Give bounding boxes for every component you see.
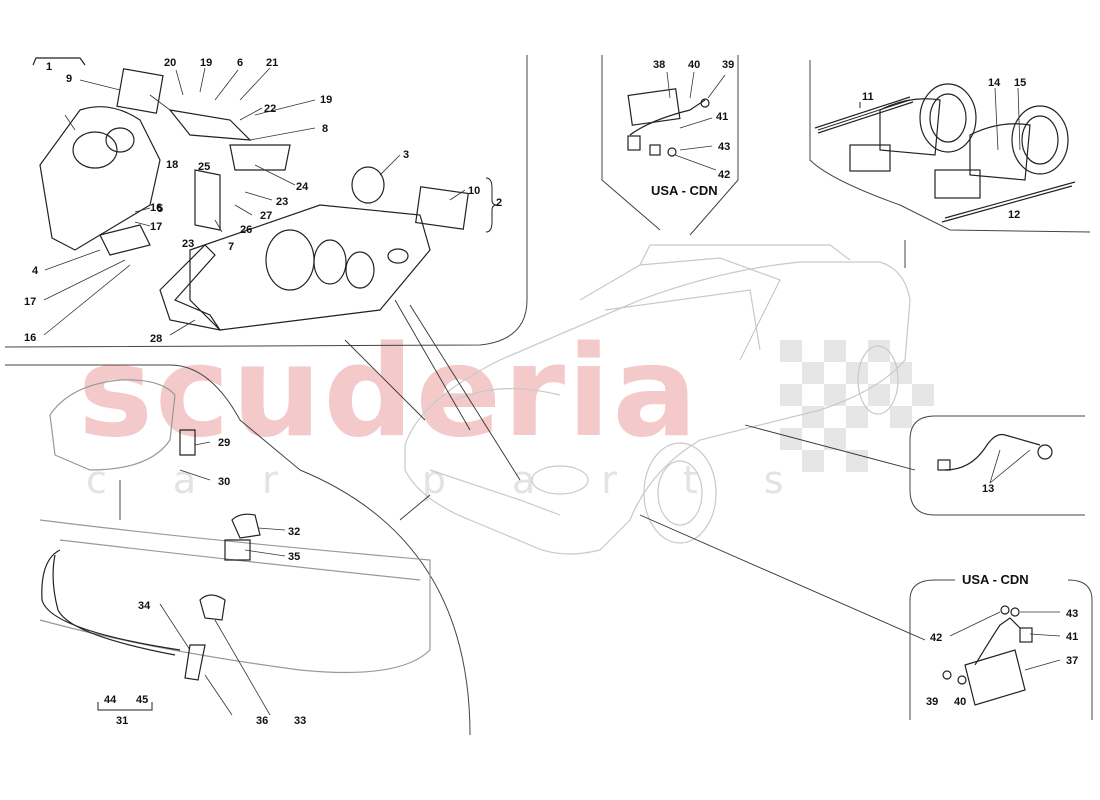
- callout-16-lower: 16: [24, 332, 36, 344]
- callout-18: 18: [166, 159, 178, 171]
- callout-25: 25: [198, 161, 210, 173]
- callout-44: 44: [104, 694, 117, 706]
- callout-19-right: 19: [320, 94, 332, 106]
- callout-27: 27: [260, 210, 272, 222]
- callout-40-top: 40: [688, 59, 700, 71]
- callout-12: 12: [1008, 209, 1020, 221]
- callout-5: 5: [157, 203, 163, 215]
- callout-45: 45: [136, 694, 148, 706]
- callout-19-upper: 19: [200, 57, 212, 69]
- watermark-scuderia: scuderia: [78, 318, 700, 465]
- callout-39-bottom: 39: [926, 696, 938, 708]
- side-marker-wire: [937, 433, 1053, 471]
- callout-13: 13: [982, 483, 994, 495]
- region-title-usa-cdn-top: USA - CDN: [651, 183, 718, 198]
- plate-light-usa-cdn-bottom: [942, 605, 1033, 706]
- region-title-usa-cdn-bottom: USA - CDN: [962, 572, 1029, 587]
- callout-37: 37: [1066, 655, 1078, 667]
- callout-33: 33: [294, 715, 306, 727]
- callout-17-lower: 17: [24, 296, 36, 308]
- callout-1: 1: [46, 61, 52, 73]
- callout-6: 6: [237, 57, 243, 69]
- callout-42-top: 42: [718, 169, 730, 181]
- callout-29: 29: [218, 437, 230, 449]
- callout-8: 8: [322, 123, 328, 135]
- grouping-brackets: [97, 99, 911, 711]
- callout-22: 22: [264, 103, 276, 115]
- callout-4: 4: [32, 265, 39, 277]
- callout-42-bottom: 42: [930, 632, 942, 644]
- callout-labels: 1 2 3 4 5 6 7 8 9 10 11 12 13 14 15 16 1…: [24, 57, 1078, 727]
- callout-20: 20: [164, 57, 176, 69]
- callout-30: 30: [218, 476, 230, 488]
- region-borders: [4, 55, 1093, 736]
- car-outline: [404, 244, 911, 555]
- bumper-washer: [39, 379, 431, 681]
- callout-17-upper: 17: [150, 221, 162, 233]
- callout-38: 38: [653, 59, 665, 71]
- checkered-flag-watermark: [780, 340, 934, 472]
- callout-26: 26: [240, 224, 252, 236]
- callout-15: 15: [1014, 77, 1026, 89]
- callout-2: 2: [496, 197, 502, 209]
- callout-43-top: 43: [718, 141, 730, 153]
- callout-23-left: 23: [182, 238, 194, 250]
- callout-9: 9: [66, 73, 72, 85]
- headlight-exploded: [32, 57, 469, 331]
- plate-light-usa-cdn-top: [627, 88, 710, 157]
- callout-36: 36: [256, 715, 268, 727]
- callout-41-top: 41: [716, 111, 728, 123]
- callout-11: 11: [862, 91, 874, 103]
- callout-39-top: 39: [722, 59, 734, 71]
- leader-lines: [119, 240, 926, 641]
- callout-41-bottom: 41: [1066, 631, 1078, 643]
- callout-43-bottom: 43: [1066, 608, 1078, 620]
- callout-32: 32: [288, 526, 300, 538]
- callout-3: 3: [403, 149, 409, 161]
- callout-34: 34: [138, 600, 151, 612]
- callout-7: 7: [228, 241, 234, 253]
- callout-40-bottom: 40: [954, 696, 966, 708]
- callout-ticks: [43, 67, 1061, 716]
- callout-31: 31: [116, 715, 128, 727]
- callout-23-right: 23: [276, 196, 288, 208]
- callout-24: 24: [296, 181, 309, 193]
- callout-35: 35: [288, 551, 300, 563]
- callout-10: 10: [468, 185, 480, 197]
- callout-21: 21: [266, 57, 278, 69]
- callout-14: 14: [988, 77, 1001, 89]
- fog-lights: [814, 83, 1076, 223]
- callout-16-upper: 16: [150, 202, 162, 214]
- callout-28: 28: [150, 333, 162, 345]
